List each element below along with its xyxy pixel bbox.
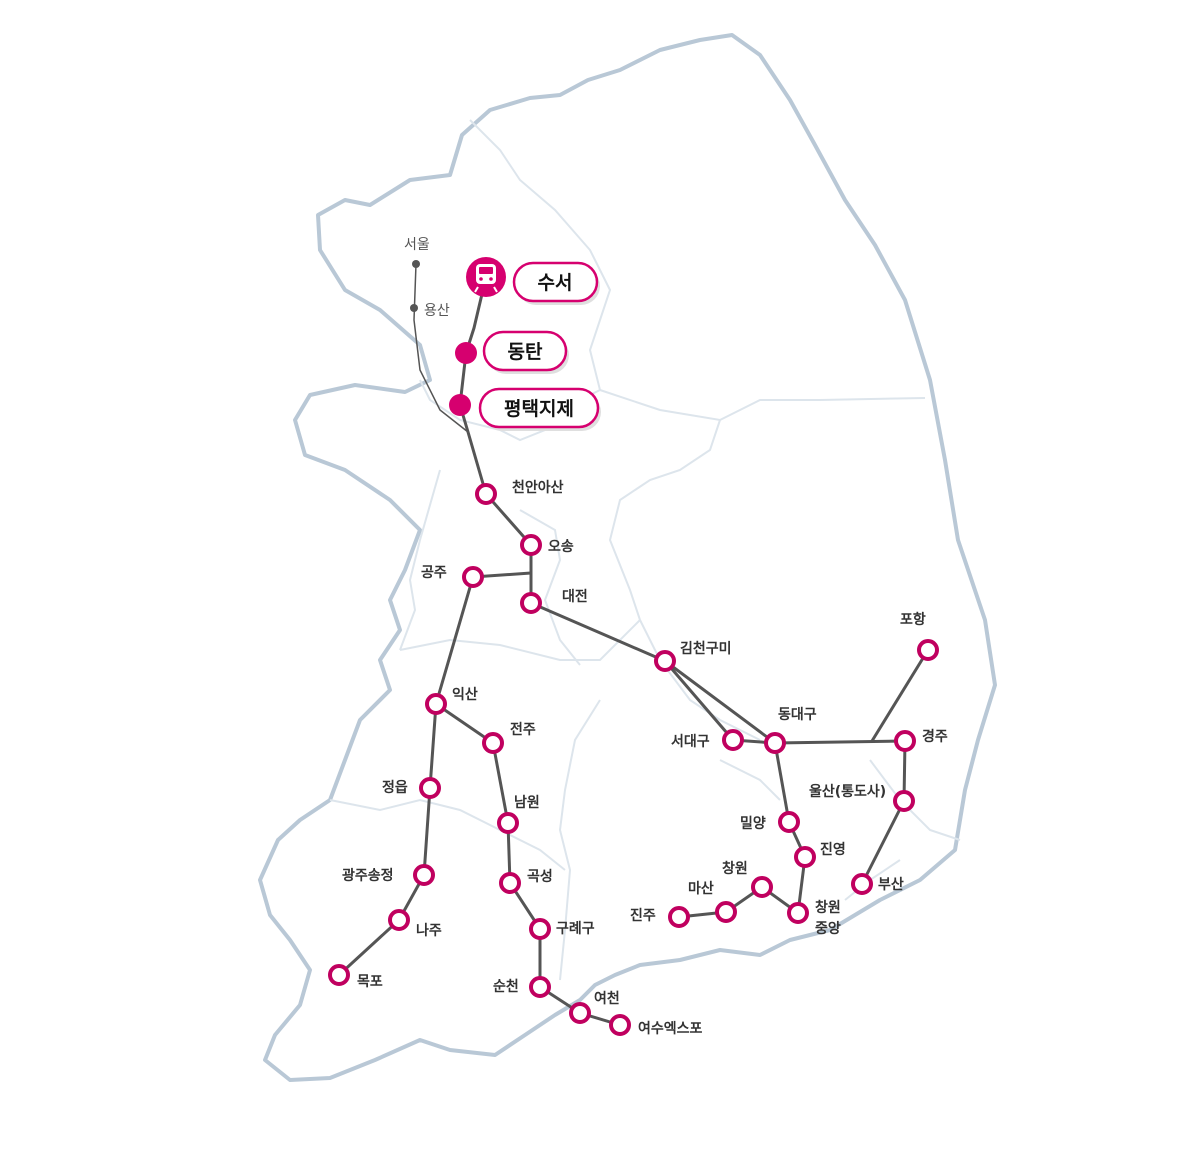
station-dot-daejeon[interactable] <box>520 592 542 614</box>
station-label-suseo: 수서 <box>538 272 573 294</box>
station-label-seodaegu: 서대구 <box>671 734 710 750</box>
station-labels: 천안아산 오송 공주 대전 김천구미 포항 익산 전주 동대구 서대구 경주 정… <box>342 479 948 1037</box>
station-dot-mokpo[interactable] <box>328 964 350 986</box>
station-dot-dongdaegu[interactable] <box>764 732 786 754</box>
station-label-iksan: 익산 <box>452 686 478 703</box>
station-dot-naju[interactable] <box>388 909 410 931</box>
station-label-dongtan: 동탄 <box>508 341 543 363</box>
station-label-changwonjungang-2: 중앙 <box>815 920 841 937</box>
station-dot-cheonanasan[interactable] <box>475 483 497 505</box>
station-dot-masan[interactable] <box>715 901 737 923</box>
station-label-seoul: 서울 <box>404 237 430 253</box>
station-dot-iksan[interactable] <box>425 693 447 715</box>
dongtan-pill[interactable]: 동탄 <box>482 330 569 374</box>
station-label-guryegu: 구례구 <box>556 921 595 937</box>
station-dot-gimcheongumi[interactable] <box>654 650 676 672</box>
pyeongtaek-pill[interactable]: 평택지제 <box>478 387 601 431</box>
station-label-namwon: 남원 <box>514 794 540 811</box>
station-dot-gokseong[interactable] <box>499 872 521 894</box>
suseo-pill[interactable]: 수서 <box>512 261 600 305</box>
station-dot-gyeongju[interactable] <box>894 730 916 752</box>
station-label-daejeon: 대전 <box>562 588 588 605</box>
station-label-cheonanasan: 천안아산 <box>512 479 564 496</box>
station-label-osong: 오송 <box>548 539 574 555</box>
station-label-gyeongju: 경주 <box>922 728 948 745</box>
korea-outline <box>258 33 997 1082</box>
station-label-pohang: 포항 <box>900 611 926 628</box>
seoul-line <box>413 263 469 433</box>
station-dot-namwon[interactable] <box>497 812 519 834</box>
station-label-jinju: 진주 <box>630 907 656 924</box>
station-label-ulsan: 울산(통도사) <box>809 783 886 800</box>
station-dot-miryang[interactable] <box>778 811 800 833</box>
station-dots <box>328 483 939 1036</box>
station-dot-ulsan[interactable] <box>893 790 915 812</box>
station-label-miryang: 밀양 <box>740 816 766 832</box>
station-dot-dongtan[interactable] <box>455 342 477 364</box>
station-label-changwon: 창원 <box>722 860 748 877</box>
yongsan-dot <box>410 304 418 312</box>
train-icon[interactable] <box>466 257 506 297</box>
station-label-busan: 부산 <box>878 876 904 893</box>
station-dot-suncheon[interactable] <box>529 976 551 998</box>
station-dot-changwonjungang[interactable] <box>787 902 809 924</box>
station-dot-yeosuexpo[interactable] <box>609 1014 631 1036</box>
station-dot-busan[interactable] <box>851 873 873 895</box>
station-label-pyeongtaek: 평택지제 <box>504 398 574 420</box>
station-dot-jeongeup[interactable] <box>419 777 441 799</box>
station-dot-gwangjusongjeong[interactable] <box>413 864 435 886</box>
station-label-gokseong: 곡성 <box>527 869 553 885</box>
station-label-naju: 나주 <box>416 923 442 939</box>
station-dot-jinyeong[interactable] <box>794 846 816 868</box>
station-label-gimcheongumi: 김천구미 <box>680 640 732 657</box>
station-dot-yeocheon[interactable] <box>569 1002 591 1024</box>
station-label-dongdaegu: 동대구 <box>778 707 817 723</box>
station-dot-guryegu[interactable] <box>529 918 551 940</box>
station-dot-changwon[interactable] <box>751 876 773 898</box>
station-label-changwonjungang-1: 창원 <box>815 899 841 916</box>
station-dot-seodaegu[interactable] <box>722 729 744 751</box>
station-label-jinyeong: 진영 <box>820 841 846 858</box>
station-label-masan: 마산 <box>688 880 714 897</box>
station-label-yeocheon: 여천 <box>594 990 620 1007</box>
seoul-dot <box>412 260 420 268</box>
station-label-jeongeup: 정읍 <box>382 779 408 796</box>
station-label-gongju: 공주 <box>421 565 447 581</box>
station-dot-osong[interactable] <box>520 534 542 556</box>
station-label-mokpo: 목포 <box>357 974 383 990</box>
station-dot-jinju[interactable] <box>668 906 690 928</box>
station-dot-pyeongtaek[interactable] <box>449 394 471 416</box>
station-label-gwangjusongjeong: 광주송정 <box>342 867 394 884</box>
station-dot-gongju[interactable] <box>462 566 484 588</box>
station-label-jeonju: 전주 <box>510 721 536 738</box>
station-label-suncheon: 순천 <box>493 979 519 995</box>
station-label-yongsan: 용산 <box>424 303 450 319</box>
station-dot-jeonju[interactable] <box>482 732 504 754</box>
station-dot-pohang[interactable] <box>917 639 939 661</box>
station-label-yeosuexpo: 여수엑스포 <box>638 1020 703 1037</box>
